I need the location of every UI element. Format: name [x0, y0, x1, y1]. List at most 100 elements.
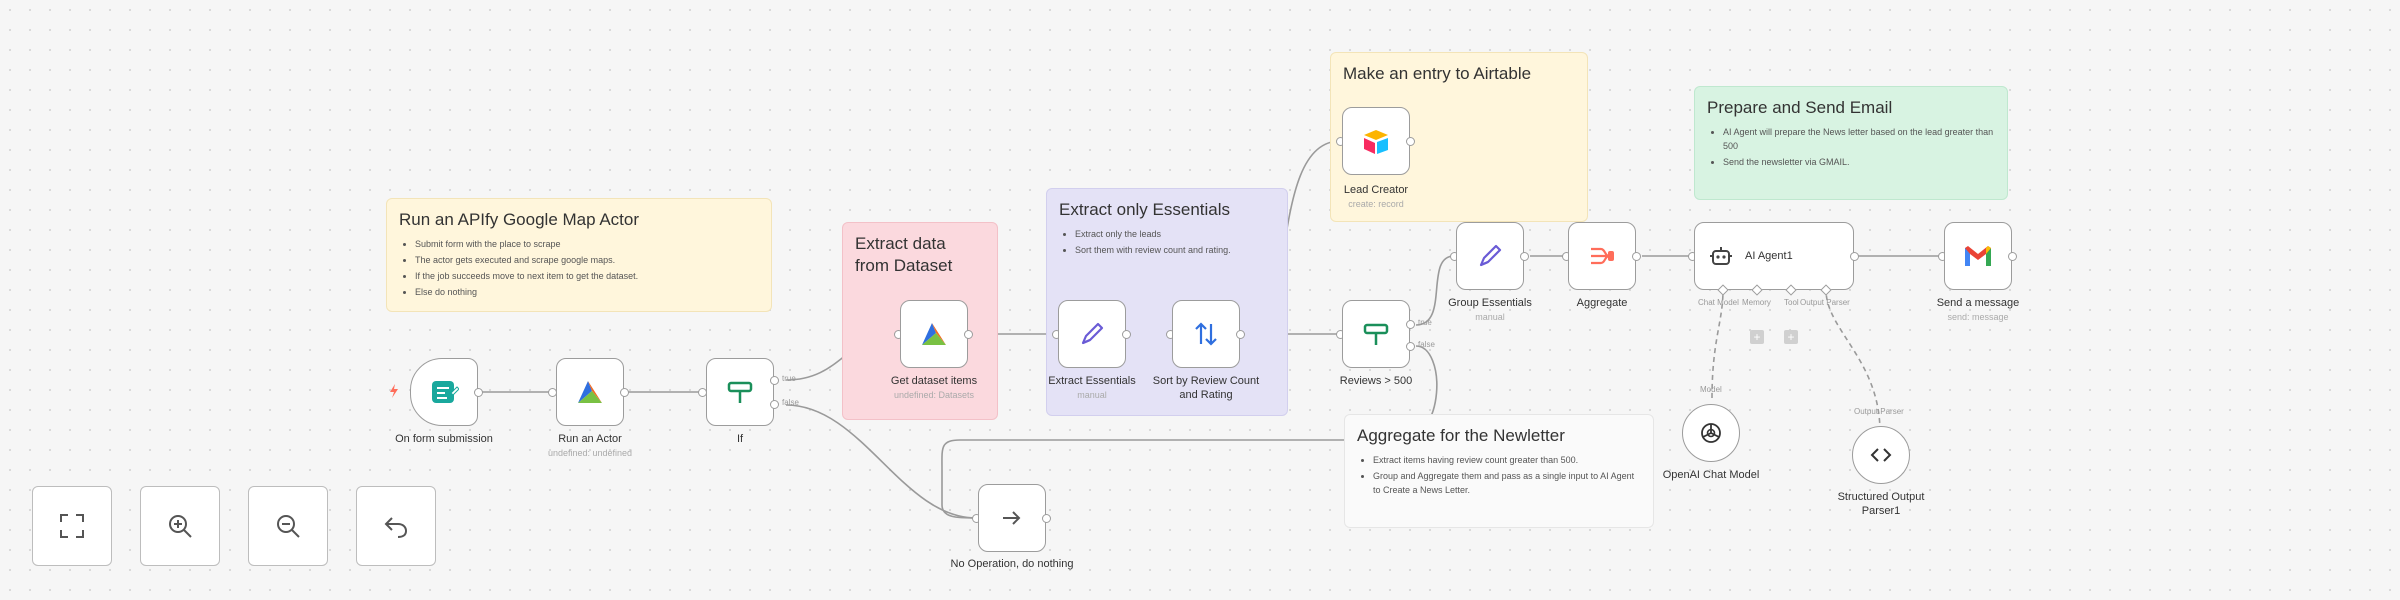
node-aggregate[interactable]	[1568, 222, 1636, 290]
node-dataset-label: Get dataset items	[890, 375, 978, 387]
output-port[interactable]	[1042, 514, 1051, 523]
code-icon	[1870, 448, 1892, 462]
node-lead-label: Lead Creator	[1343, 184, 1409, 196]
aggregate-icon	[1591, 247, 1614, 265]
if-false-label: false	[782, 398, 799, 407]
zoom-out-button[interactable]	[248, 486, 328, 566]
zoom-in-icon	[169, 515, 192, 538]
false-output-port[interactable]	[770, 400, 779, 409]
node-extract-essentials[interactable]	[1058, 300, 1126, 368]
sticky-email[interactable]: Prepare and Send Email AI Agent will pre…	[1694, 86, 2008, 200]
output-parser-port-label: Output Parser	[1800, 298, 1850, 307]
sticky-email-list: AI Agent will prepare the News letter ba…	[1707, 125, 1995, 169]
chat-model-port-label: Chat Model	[1698, 298, 1739, 307]
sticky-aggregate[interactable]: Aggregate for the Newletter Extract item…	[1344, 414, 1654, 528]
apify-icon	[922, 323, 946, 345]
zoom-in-button[interactable]	[140, 486, 220, 566]
sticky-essentials-item: Sort them with review count and rating.	[1075, 243, 1275, 257]
sticky-essentials-title: Extract only Essentials	[1059, 200, 1231, 219]
sticky-apify-item: Else do nothing	[415, 285, 759, 299]
node-agent-label: AI Agent1	[1745, 250, 1793, 262]
add-tool-button[interactable]: +	[1784, 330, 1798, 344]
trigger-bolt-icon	[390, 384, 398, 398]
true-output-port[interactable]	[770, 376, 779, 385]
sticky-aggregate-list: Extract items having review count greate…	[1357, 453, 1641, 497]
node-form-submission[interactable]	[410, 358, 478, 426]
openai-edge-label: Model	[1700, 385, 1722, 394]
tool-port-label: Tool	[1784, 298, 1799, 307]
sticky-aggregate-item: Extract items having review count greate…	[1373, 453, 1641, 467]
expand-icon	[60, 514, 84, 538]
sticky-apify-list: Submit form with the place to scrape The…	[399, 237, 759, 299]
node-get-dataset[interactable]	[900, 300, 968, 368]
output-port[interactable]	[1236, 330, 1245, 339]
output-port[interactable]	[1122, 330, 1131, 339]
node-sort-label-line2: and Rating	[1179, 389, 1233, 401]
node-actor-subtitle: undefined: undefined	[547, 448, 633, 458]
output-port[interactable]	[474, 388, 483, 397]
sticky-apify[interactable]: Run an APIfy Google Map Actor Submit for…	[386, 198, 772, 312]
node-group-essentials[interactable]	[1456, 222, 1524, 290]
node-ai-agent[interactable]: AI Agent1	[1694, 222, 1854, 290]
node-no-operation[interactable]	[978, 484, 1046, 552]
node-extract-subtitle: manual	[1077, 390, 1107, 400]
output-port[interactable]	[1632, 252, 1641, 261]
node-gmail-label: Send a message	[1936, 297, 2020, 309]
robot-icon	[1710, 247, 1732, 265]
sticky-aggregate-title: Aggregate for the Newletter	[1357, 426, 1565, 445]
node-openai-chat-model[interactable]	[1682, 404, 1740, 462]
false-output-port[interactable]	[1406, 342, 1415, 351]
node-lead-subtitle: create: record	[1348, 199, 1404, 209]
node-gmail-subtitle: send: message	[1947, 312, 2009, 322]
node-structured-output-parser[interactable]	[1852, 426, 1910, 484]
node-actor-label: Run an Actor	[558, 433, 622, 445]
pencil-icon	[1479, 244, 1502, 267]
node-aggregate-label: Aggregate	[1576, 297, 1628, 309]
true-output-port[interactable]	[1406, 320, 1415, 329]
sticky-essentials-list: Extract only the leads Sort them with re…	[1059, 227, 1275, 257]
node-if-label: If	[736, 433, 744, 445]
reset-button[interactable]	[356, 486, 436, 566]
output-port[interactable]	[1406, 137, 1415, 146]
airtable-icon	[1364, 130, 1388, 154]
output-port[interactable]	[620, 388, 629, 397]
node-parser-label-line2: Parser1	[1861, 505, 1901, 517]
node-group-label: Group Essentials	[1448, 297, 1532, 309]
sticky-apify-title: Run an APIfy Google Map Actor	[399, 210, 640, 229]
if-icon	[727, 381, 753, 403]
node-noop-label: No Operation, do nothing	[950, 558, 1074, 570]
if-icon	[1363, 323, 1389, 345]
pencil-icon	[1081, 322, 1104, 345]
node-dataset-subtitle: undefined: Datasets	[893, 390, 975, 400]
node-send-message[interactable]	[1944, 222, 2012, 290]
undo-icon	[384, 517, 408, 538]
node-form-label: On form submission	[395, 433, 493, 445]
node-reviews[interactable]	[1342, 300, 1410, 368]
sticky-email-title: Prepare and Send Email	[1707, 98, 1893, 117]
node-run-actor[interactable]	[556, 358, 624, 426]
sticky-essentials-item: Extract only the leads	[1075, 227, 1275, 241]
zoom-out-icon	[277, 515, 300, 538]
node-parser-label-line1: Structured Output	[1837, 491, 1925, 503]
edge-if-noop	[785, 404, 977, 519]
node-lead-creator[interactable]	[1342, 107, 1410, 175]
apify-icon	[578, 381, 602, 403]
node-if[interactable]	[706, 358, 774, 426]
node-sort[interactable]	[1172, 300, 1240, 368]
output-port[interactable]	[2008, 252, 2017, 261]
node-group-subtitle: manual	[1475, 312, 1505, 322]
gmail-icon	[1965, 246, 1991, 266]
node-reviews-label: Reviews > 500	[1339, 375, 1413, 387]
node-openai-label: OpenAI Chat Model	[1662, 469, 1760, 481]
output-port[interactable]	[1520, 252, 1529, 261]
output-port[interactable]	[1850, 252, 1859, 261]
output-port[interactable]	[964, 330, 973, 339]
add-memory-button[interactable]: +	[1750, 330, 1764, 344]
reviews-true-label: true	[1418, 318, 1432, 327]
sticky-apify-item: Submit form with the place to scrape	[415, 237, 759, 251]
fit-view-button[interactable]	[32, 486, 112, 566]
node-sort-label-line1: Sort by Review Count	[1152, 375, 1260, 387]
sticky-apify-item: The actor gets executed and scrape googl…	[415, 253, 759, 267]
sticky-apify-item: If the job succeeds move to next item to…	[415, 269, 759, 283]
sticky-aggregate-item: Group and Aggregate them and pass as a s…	[1373, 469, 1641, 497]
